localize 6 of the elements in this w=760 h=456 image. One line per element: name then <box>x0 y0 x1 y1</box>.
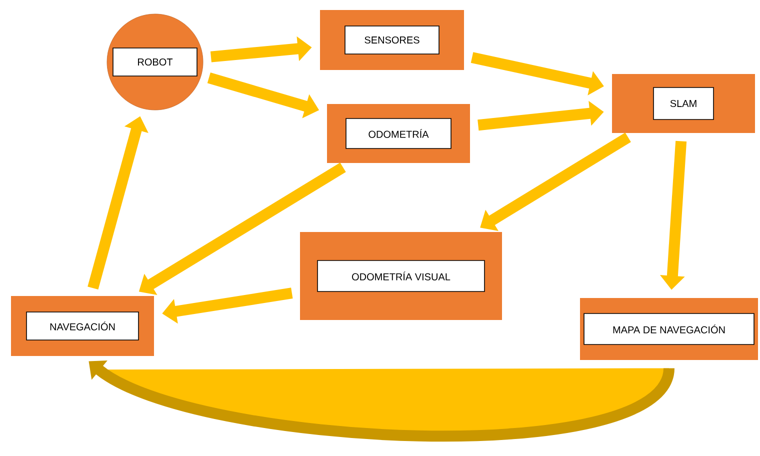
process-box: MAPA DE NAVEGACIÓN <box>580 298 758 360</box>
process-box: NAVEGACIÓN <box>11 296 154 356</box>
process-box: SENSORES <box>320 10 464 70</box>
process-box: ODOMETRÍA <box>327 104 470 163</box>
process-box: ODOMETRÍA VISUAL <box>300 232 502 320</box>
process-box: SLAM <box>612 74 755 133</box>
